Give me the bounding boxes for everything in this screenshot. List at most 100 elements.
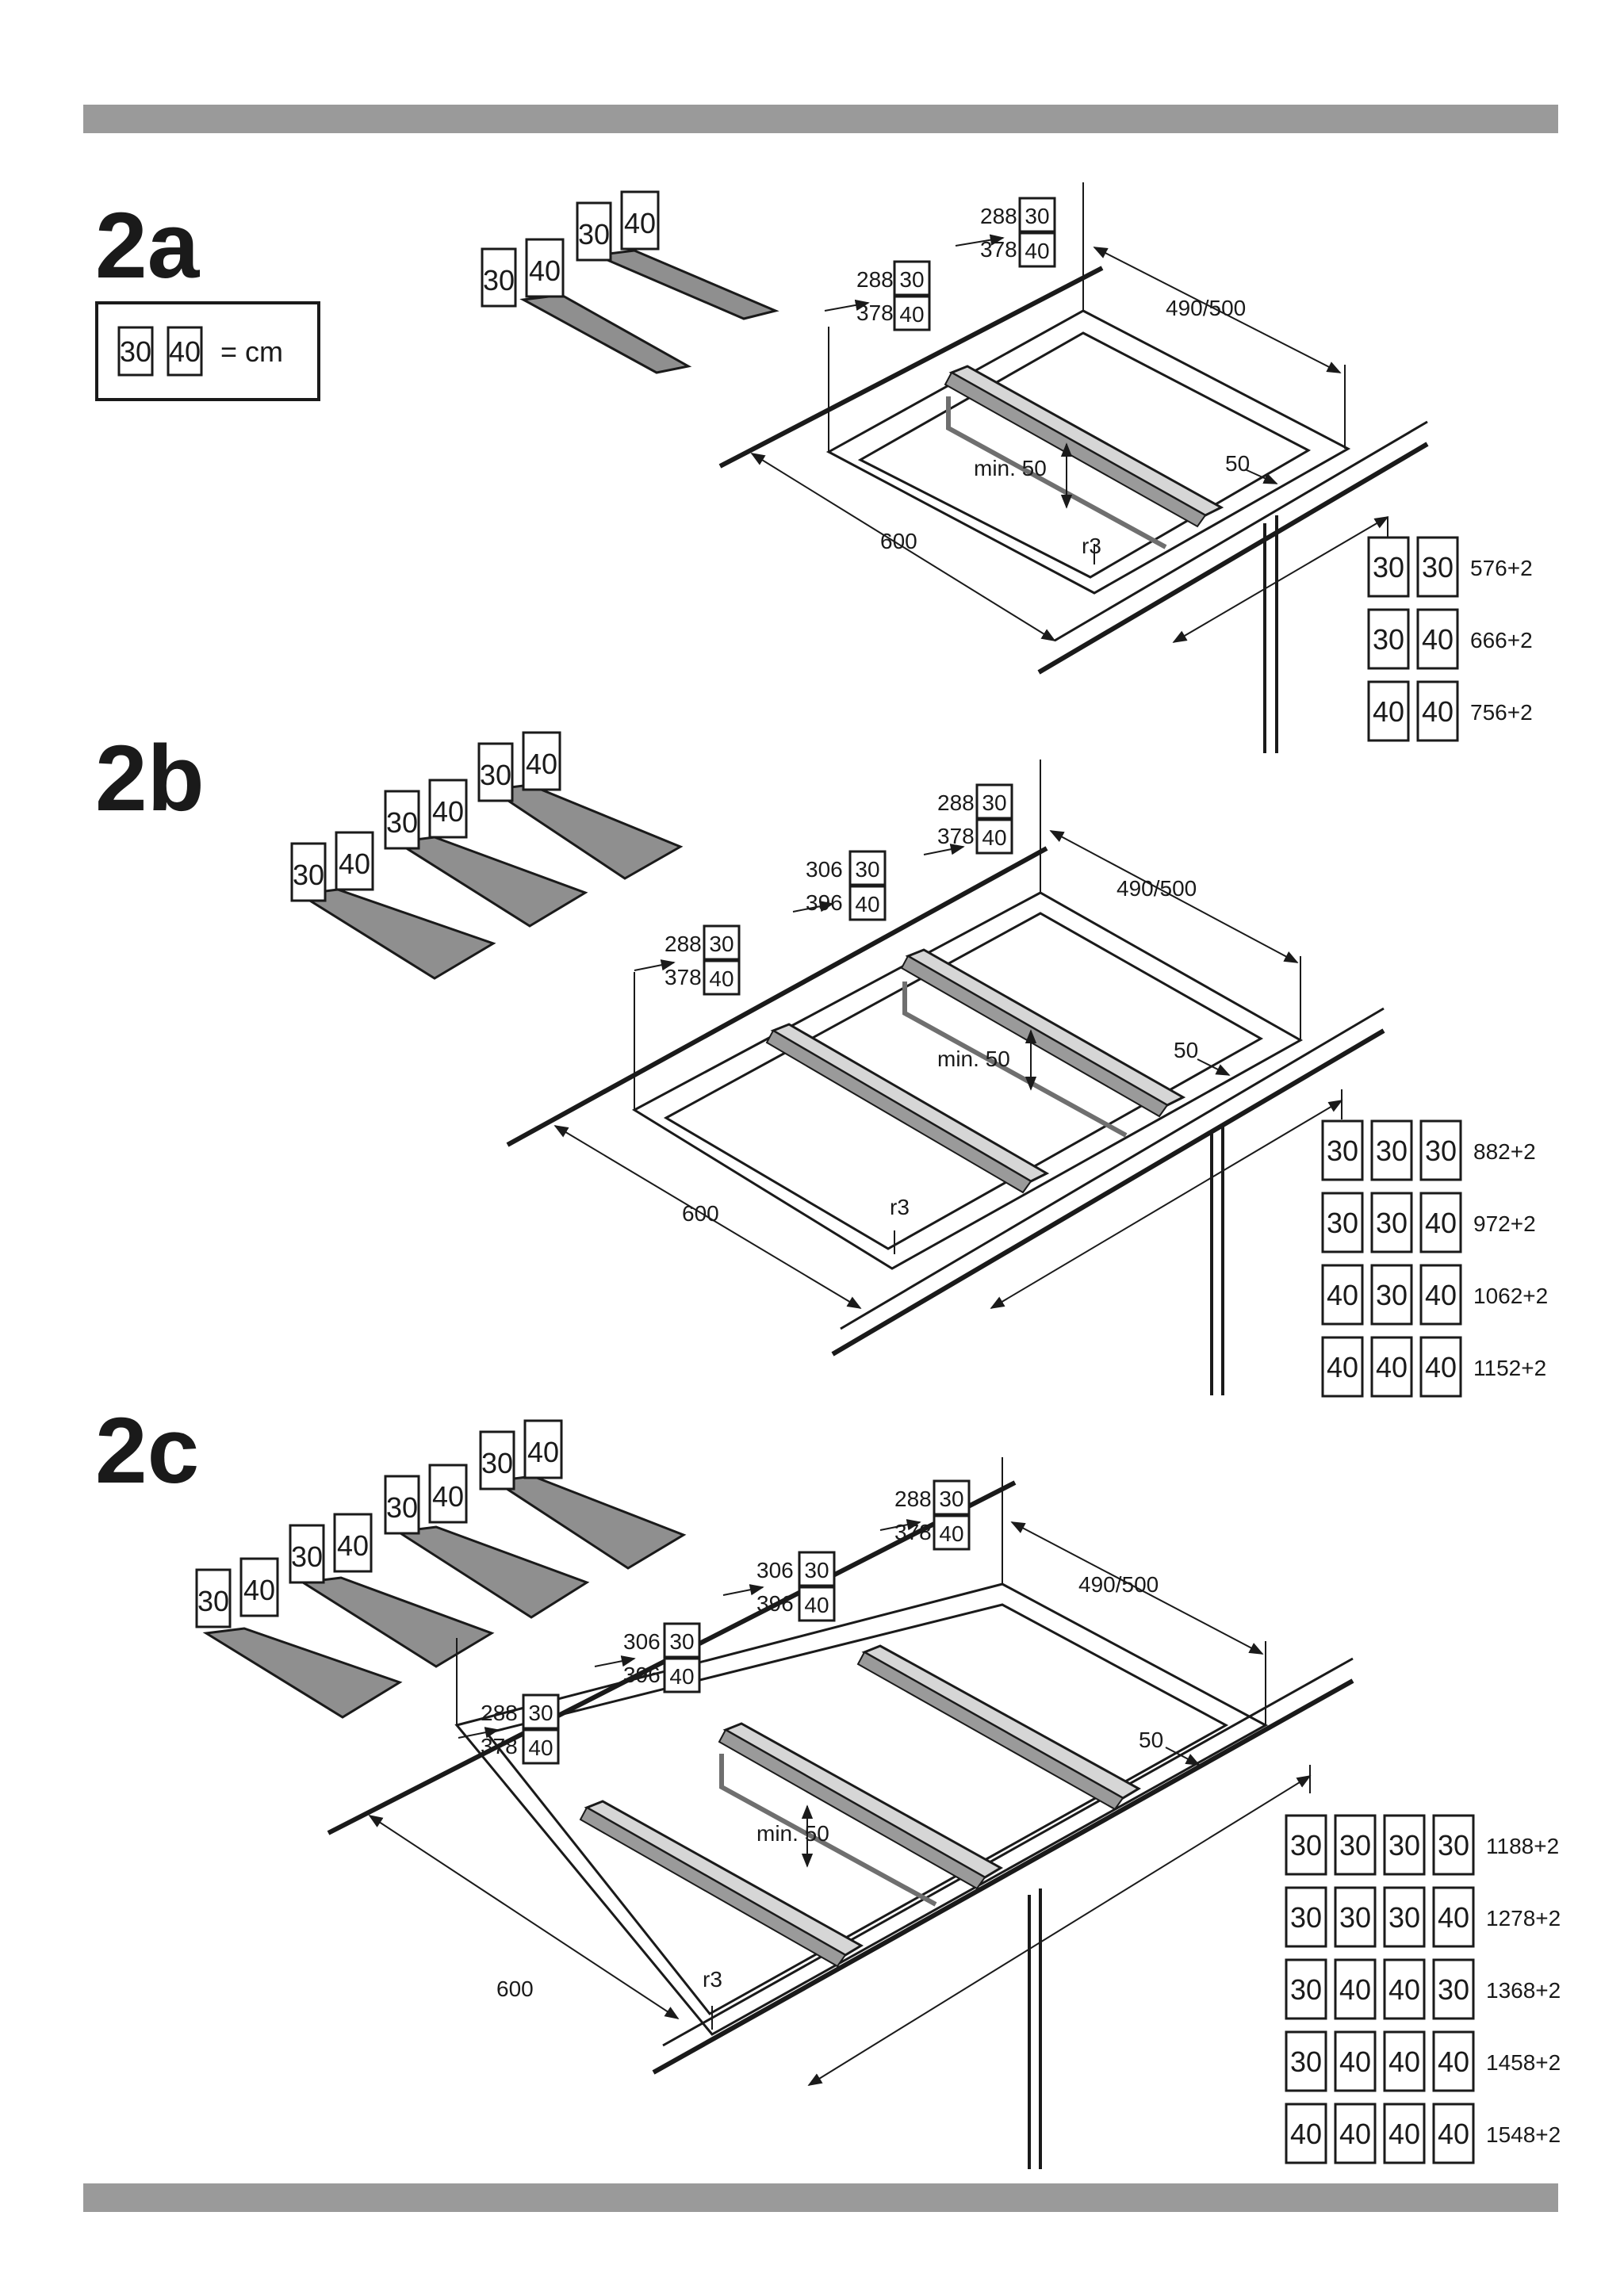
svg-text:40: 40 <box>804 1593 829 1617</box>
combo-width-value: 972+2 <box>1473 1211 1536 1236</box>
combo-box <box>1334 1814 1377 1876</box>
legend-box-40: 40 <box>169 335 201 368</box>
combo-box-label: 40 <box>1388 2045 1420 2078</box>
combo-box <box>1432 2030 1475 2092</box>
combo-box <box>1419 1192 1462 1253</box>
hob-icon-pair: 30 40 <box>481 238 692 374</box>
svg-text:306: 306 <box>623 1629 661 1654</box>
unit-legend: 30 40 = cm <box>95 301 320 401</box>
combo-box-label: 40 <box>1373 695 1404 728</box>
combo-box-label: 40 <box>1425 1279 1457 1311</box>
combo-box-label: 30 <box>1376 1279 1408 1311</box>
combo-box <box>1321 1336 1364 1398</box>
svg-text:40: 40 <box>527 1436 559 1468</box>
svg-text:40: 40 <box>1025 239 1049 263</box>
combo-box-label: 40 <box>1339 1973 1371 2006</box>
svg-text:30: 30 <box>669 1629 694 1654</box>
combo-box <box>1383 2030 1426 2092</box>
combo-width-value: 1188+2 <box>1486 1834 1559 1858</box>
svg-text:40: 40 <box>526 748 557 780</box>
svg-text:40: 40 <box>939 1521 963 1546</box>
combo-box <box>1370 1192 1413 1253</box>
dim-radius: r3 <box>703 1967 722 1992</box>
combo-box-label: 30 <box>1290 1829 1322 1862</box>
combo-box-label: 40 <box>1327 1351 1358 1383</box>
dim-depth: 490/500 <box>1166 296 1246 320</box>
combo-width-value: 1278+2 <box>1486 1906 1561 1931</box>
combo-row: 40 40 756+2 <box>1367 680 1533 742</box>
svg-text:30: 30 <box>481 1447 513 1479</box>
svg-text:30: 30 <box>480 759 511 791</box>
combo-box <box>1416 608 1459 670</box>
combo-box-label: 40 <box>1339 2118 1371 2150</box>
svg-text:378: 378 <box>894 1520 932 1544</box>
combo-box <box>1432 1958 1475 2020</box>
svg-text:30: 30 <box>291 1540 323 1573</box>
dim-width: 600 <box>682 1201 719 1226</box>
offset-label: 288 30 378 40 <box>856 260 931 331</box>
section-title: 2a <box>95 193 201 298</box>
svg-text:30: 30 <box>528 1701 553 1725</box>
combo-box-label: 30 <box>1376 1135 1408 1167</box>
offset-label: 288 30 378 40 <box>937 783 1013 855</box>
combo-box <box>1285 2103 1327 2164</box>
section-2c: 2c 30 40 30 40 30 40 30 40 <box>95 1399 1561 2169</box>
svg-text:306: 306 <box>806 857 843 882</box>
svg-text:40: 40 <box>529 254 561 287</box>
support-rail <box>765 1023 1050 1194</box>
offset-label: 288 30 378 40 <box>665 924 741 996</box>
dim-width: 600 <box>880 529 917 553</box>
section-title: 2b <box>95 726 205 831</box>
svg-text:30: 30 <box>982 790 1006 815</box>
combo-box <box>1285 1814 1327 1876</box>
combo-box <box>1432 1886 1475 1948</box>
combo-box-label: 30 <box>1339 1829 1371 1862</box>
offset-label: 288 30 378 40 <box>481 1693 560 1765</box>
combo-box <box>1432 1814 1475 1876</box>
combo-box-label: 30 <box>1373 551 1404 584</box>
dimension-lines <box>750 234 1389 643</box>
combo-width-value: 756+2 <box>1470 700 1533 725</box>
svg-text:40: 40 <box>709 966 733 991</box>
support-rail <box>718 1722 1003 1907</box>
svg-text:288: 288 <box>481 1701 518 1725</box>
bottom-bar <box>83 2183 1558 2212</box>
combo-box <box>1383 1814 1426 1876</box>
hob-icon-pair: 30 40 <box>195 1557 403 1719</box>
offset-label: 306 30 396 40 <box>806 850 887 921</box>
combo-box-label: 30 <box>1388 1901 1420 1934</box>
combo-box <box>1383 1958 1426 2020</box>
combo-width-value: 576+2 <box>1470 556 1533 580</box>
svg-text:40: 40 <box>669 1664 694 1689</box>
svg-text:288: 288 <box>980 204 1017 228</box>
worktop-cutout <box>718 182 1429 753</box>
combo-box-label: 30 <box>1425 1135 1457 1167</box>
dimension-lines <box>553 830 1343 1309</box>
svg-text:30: 30 <box>939 1487 963 1511</box>
svg-text:396: 396 <box>756 1591 794 1616</box>
svg-text:288: 288 <box>856 267 894 292</box>
offset-label: 306 30 396 40 <box>623 1622 701 1693</box>
dim-depth: 490/500 <box>1116 876 1197 901</box>
svg-text:30: 30 <box>899 267 924 292</box>
combo-box <box>1370 1119 1413 1181</box>
svg-text:30: 30 <box>804 1558 829 1582</box>
combo-box-label: 30 <box>1290 1901 1322 1934</box>
dim-side: 50 <box>1225 451 1250 476</box>
combo-box <box>1416 680 1459 742</box>
combo-box-label: 30 <box>1422 551 1454 584</box>
support-rail <box>944 365 1224 549</box>
svg-text:378: 378 <box>937 824 975 848</box>
combo-box <box>1370 1336 1413 1398</box>
combo-box-label: 40 <box>1422 695 1454 728</box>
svg-text:40: 40 <box>528 1735 553 1760</box>
section-title: 2c <box>95 1399 199 1503</box>
combo-box-label: 40 <box>1422 623 1454 656</box>
hob-icon-pair: 30 40 <box>576 190 779 320</box>
svg-text:40: 40 <box>432 1480 464 1513</box>
combo-box <box>1419 1119 1462 1181</box>
